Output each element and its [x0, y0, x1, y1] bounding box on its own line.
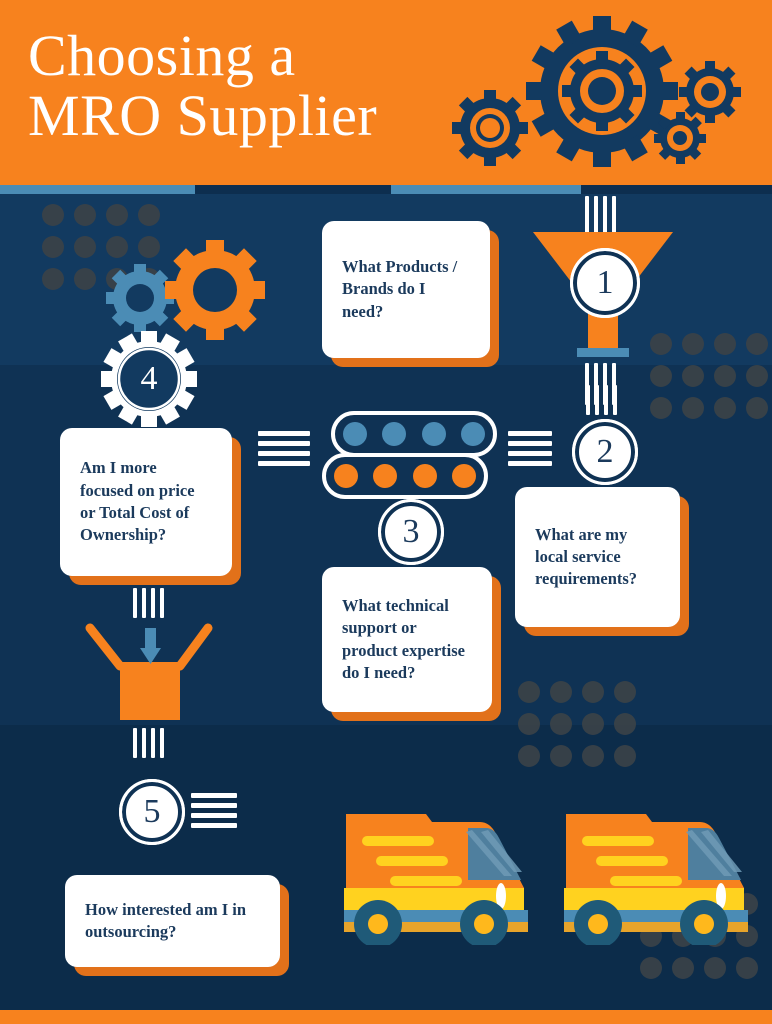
header-gear-cluster: [452, 15, 762, 181]
truck-wheels: [354, 900, 508, 948]
question-card-1[interactable]: What Products / Brands do I need?: [322, 221, 490, 358]
tick-marks-below-box: [133, 728, 164, 758]
step-number-5-label: 5: [143, 793, 161, 830]
decor-gear-pair: [100, 240, 270, 365]
gear-blue-icon: [106, 264, 174, 332]
question-card-5[interactable]: How interested am I in outsourcing?: [65, 875, 280, 967]
step-4-gear: [99, 329, 199, 434]
page-title: Choosing a MRO Supplier: [28, 26, 498, 145]
step-number-5: 5: [119, 779, 185, 845]
gear-white-icon: [101, 331, 197, 427]
gear-large-icon: [526, 15, 678, 167]
question-card-4[interactable]: Am I more focused on price or Total Cost…: [60, 428, 232, 576]
dot-row-orange: [322, 453, 488, 499]
line-group-right: [508, 431, 552, 466]
line-group-step-5: [191, 793, 237, 828]
down-arrow-icon: [140, 628, 161, 664]
accent-strip-1: [0, 185, 195, 194]
step-number-1-label: 1: [596, 264, 614, 301]
tick-marks-above-step-2: [586, 385, 617, 415]
line-group-left: [258, 431, 310, 466]
question-card-5-text: How interested am I in outsourcing?: [85, 899, 247, 941]
accent-strip-2: [195, 185, 391, 194]
title-line-2: MRO Supplier: [28, 82, 378, 148]
open-box-icon: [70, 614, 230, 729]
gear-orange-icon: [165, 240, 265, 340]
tick-marks-above-box: [133, 588, 164, 618]
question-card-2-text: What are my local service requirements?: [535, 524, 638, 589]
accent-strip-3: [391, 185, 581, 194]
question-card-2[interactable]: What are my local service requirements?: [515, 487, 680, 627]
accent-strip-4: [581, 185, 772, 194]
step-number-3-label: 3: [402, 513, 420, 550]
title-line-1: Choosing a: [28, 23, 296, 88]
step-number-4: 4: [99, 329, 199, 429]
footer-bar: [0, 1010, 772, 1024]
delivery-truck-2: [558, 800, 754, 950]
gear-small-right-icon: [679, 61, 741, 123]
question-card-1-text: What Products / Brands do I need?: [342, 257, 458, 321]
step-number-4-label: 4: [140, 360, 158, 397]
delivery-truck-icon: [344, 814, 528, 948]
question-card-3-text: What technical support or product expert…: [342, 595, 465, 682]
question-card-4-text: Am I more focused on price or Total Cost…: [80, 458, 195, 545]
step-number-2-label: 2: [596, 433, 614, 470]
dot-grid-right-upper: [650, 333, 768, 419]
gear-cluster-icon: [452, 15, 741, 167]
step-number-3: 3: [378, 499, 444, 565]
delivery-truck-icon: [564, 814, 748, 948]
step-number-1: 1: [570, 248, 640, 318]
tick-marks-below-funnel: [585, 363, 616, 405]
step-number-2: 2: [572, 419, 638, 485]
question-card-3[interactable]: What technical support or product expert…: [322, 567, 492, 712]
dot-row-blue: [331, 411, 497, 457]
delivery-truck-1: [338, 800, 534, 950]
tick-marks-above-funnel: [585, 196, 616, 238]
dot-grid-right-middle: [518, 681, 636, 767]
gear-small-left-icon: [452, 90, 528, 166]
gear-tiny-icon: [654, 112, 706, 164]
truck-wheels: [574, 900, 728, 948]
